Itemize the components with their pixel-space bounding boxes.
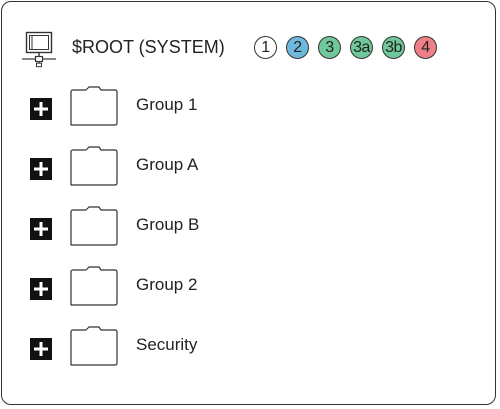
status-badge-3b: 3b xyxy=(382,36,405,59)
tree-item-label[interactable]: Group 1 xyxy=(136,95,198,114)
tree-item-label[interactable]: Group 2 xyxy=(136,275,198,294)
tree-item-group-b[interactable]: Group B xyxy=(30,204,450,248)
root-node[interactable] xyxy=(20,29,58,69)
plus-icon[interactable] xyxy=(30,218,52,240)
root-node-label[interactable]: $ROOT (SYSTEM) xyxy=(72,37,225,57)
folder-icon xyxy=(70,266,118,306)
tree-item-label[interactable]: Group B xyxy=(136,215,200,234)
status-badge-2: 2 xyxy=(286,36,309,59)
status-badge-3a: 3a xyxy=(350,36,373,59)
folder-icon xyxy=(70,86,118,126)
status-badge-3: 3 xyxy=(318,36,341,59)
plus-icon[interactable] xyxy=(30,338,52,360)
status-legend: 1 2 3 3a 3b 4 xyxy=(254,36,437,59)
folder-icon xyxy=(70,206,118,246)
computer-network-icon xyxy=(22,31,56,68)
plus-icon[interactable] xyxy=(30,98,52,120)
status-badge-1: 1 xyxy=(254,36,277,59)
folder-icon xyxy=(70,146,118,186)
tree-item-group-2[interactable]: Group 2 xyxy=(30,264,450,308)
tree-item-label[interactable]: Group A xyxy=(136,155,199,174)
tree-panel xyxy=(1,1,496,405)
tree-item-group-1[interactable]: Group 1 xyxy=(30,84,450,128)
tree-item-security[interactable]: Security xyxy=(30,324,450,368)
plus-icon[interactable] xyxy=(30,278,52,300)
plus-icon[interactable] xyxy=(30,158,52,180)
folder-icon xyxy=(70,326,118,366)
tree-item-label[interactable]: Security xyxy=(136,335,198,354)
status-badge-4: 4 xyxy=(414,36,437,59)
tree-item-group-a[interactable]: Group A xyxy=(30,144,450,188)
